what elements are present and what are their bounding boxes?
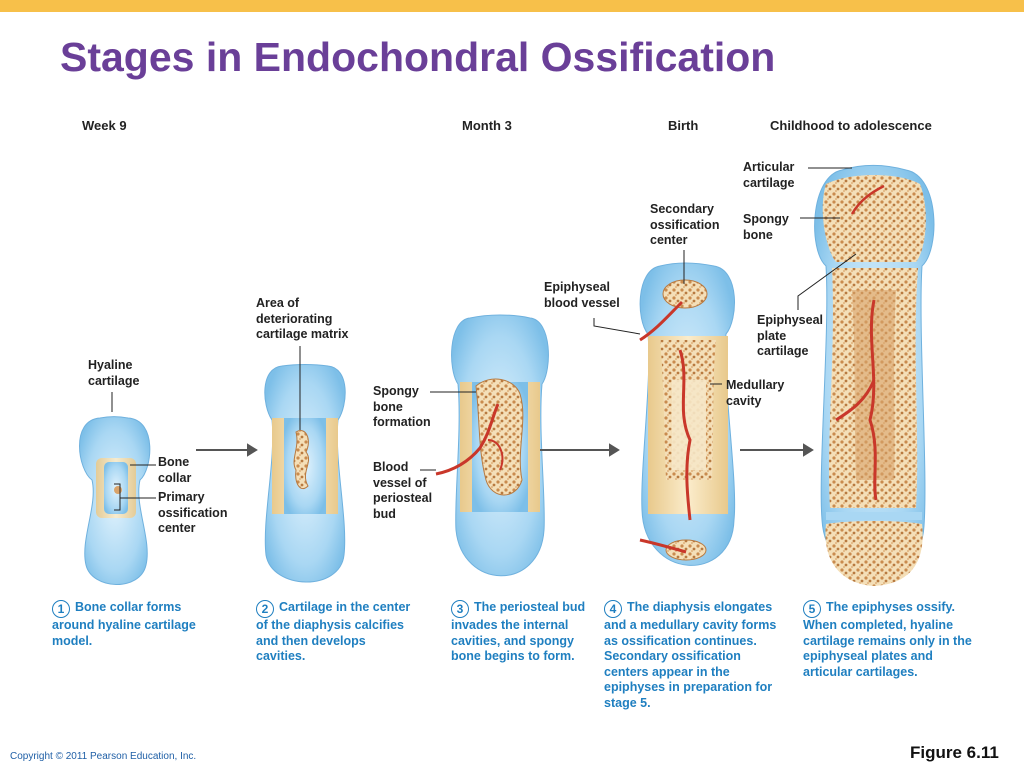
label-area-deteriorating: Area of deteriorating cartilage matrix (256, 296, 349, 341)
step-text: The periosteal bud invades the internal … (451, 600, 586, 663)
bone-stage-3 (435, 314, 549, 577)
label-articular-cartilage: Articular cartilage (743, 160, 795, 190)
label-medullary-cavity: Medullary cavity (726, 378, 785, 408)
bone-stage-2 (264, 364, 346, 583)
label-secondary-ossification-center: Secondary ossification center (650, 202, 720, 247)
stage-label-birth: Birth (668, 118, 699, 133)
arrows (196, 443, 814, 457)
step-text: Bone collar forms around hyaline cartila… (52, 600, 196, 648)
leader-lines (111, 167, 857, 511)
step-text: Cartilage in the center of the diaphysis… (256, 600, 411, 663)
step-text: The diaphysis elongates and a medullary … (604, 600, 777, 710)
step-number: 5 (803, 600, 821, 618)
bone-stage-5 (814, 165, 935, 586)
label-blood-vessel-periosteal-bud: Blood vessel of periosteal bud (373, 460, 433, 521)
stage-label-month-3: Month 3 (462, 118, 512, 133)
copyright-notice: Copyright © 2011 Pearson Education, Inc. (10, 751, 197, 762)
label-epiphyseal-plate-cartilage: Epiphyseal plate cartilage (757, 313, 823, 358)
label-hyaline-cartilage: Hyaline cartilage (88, 358, 140, 388)
bone-stage-4 (639, 262, 736, 566)
step-number: 4 (604, 600, 622, 618)
page-title: Stages in Endochondral Ossification (60, 34, 776, 80)
label-primary-ossification-center: Primary ossification center (158, 490, 228, 535)
top-accent-bar (0, 0, 1024, 12)
step-number: 1 (52, 600, 70, 618)
label-bone-collar: Bone collar (158, 455, 192, 485)
label-spongy-bone-formation: Spongy bone formation (373, 384, 431, 429)
bone-stage-1 (79, 416, 151, 585)
label-epiphyseal-blood-vessel: Epiphyseal blood vessel (544, 280, 620, 310)
label-spongy-bone: Spongy bone (743, 212, 789, 242)
step-number: 3 (451, 600, 469, 618)
step-text: The epiphyses ossify. When completed, hy… (803, 600, 972, 679)
figure-number: Figure 6.11 (910, 743, 999, 762)
step-number: 2 (256, 600, 274, 618)
stage-label-week-9: Week 9 (82, 118, 127, 133)
stage-label-childhood: Childhood to adolescence (770, 118, 932, 133)
